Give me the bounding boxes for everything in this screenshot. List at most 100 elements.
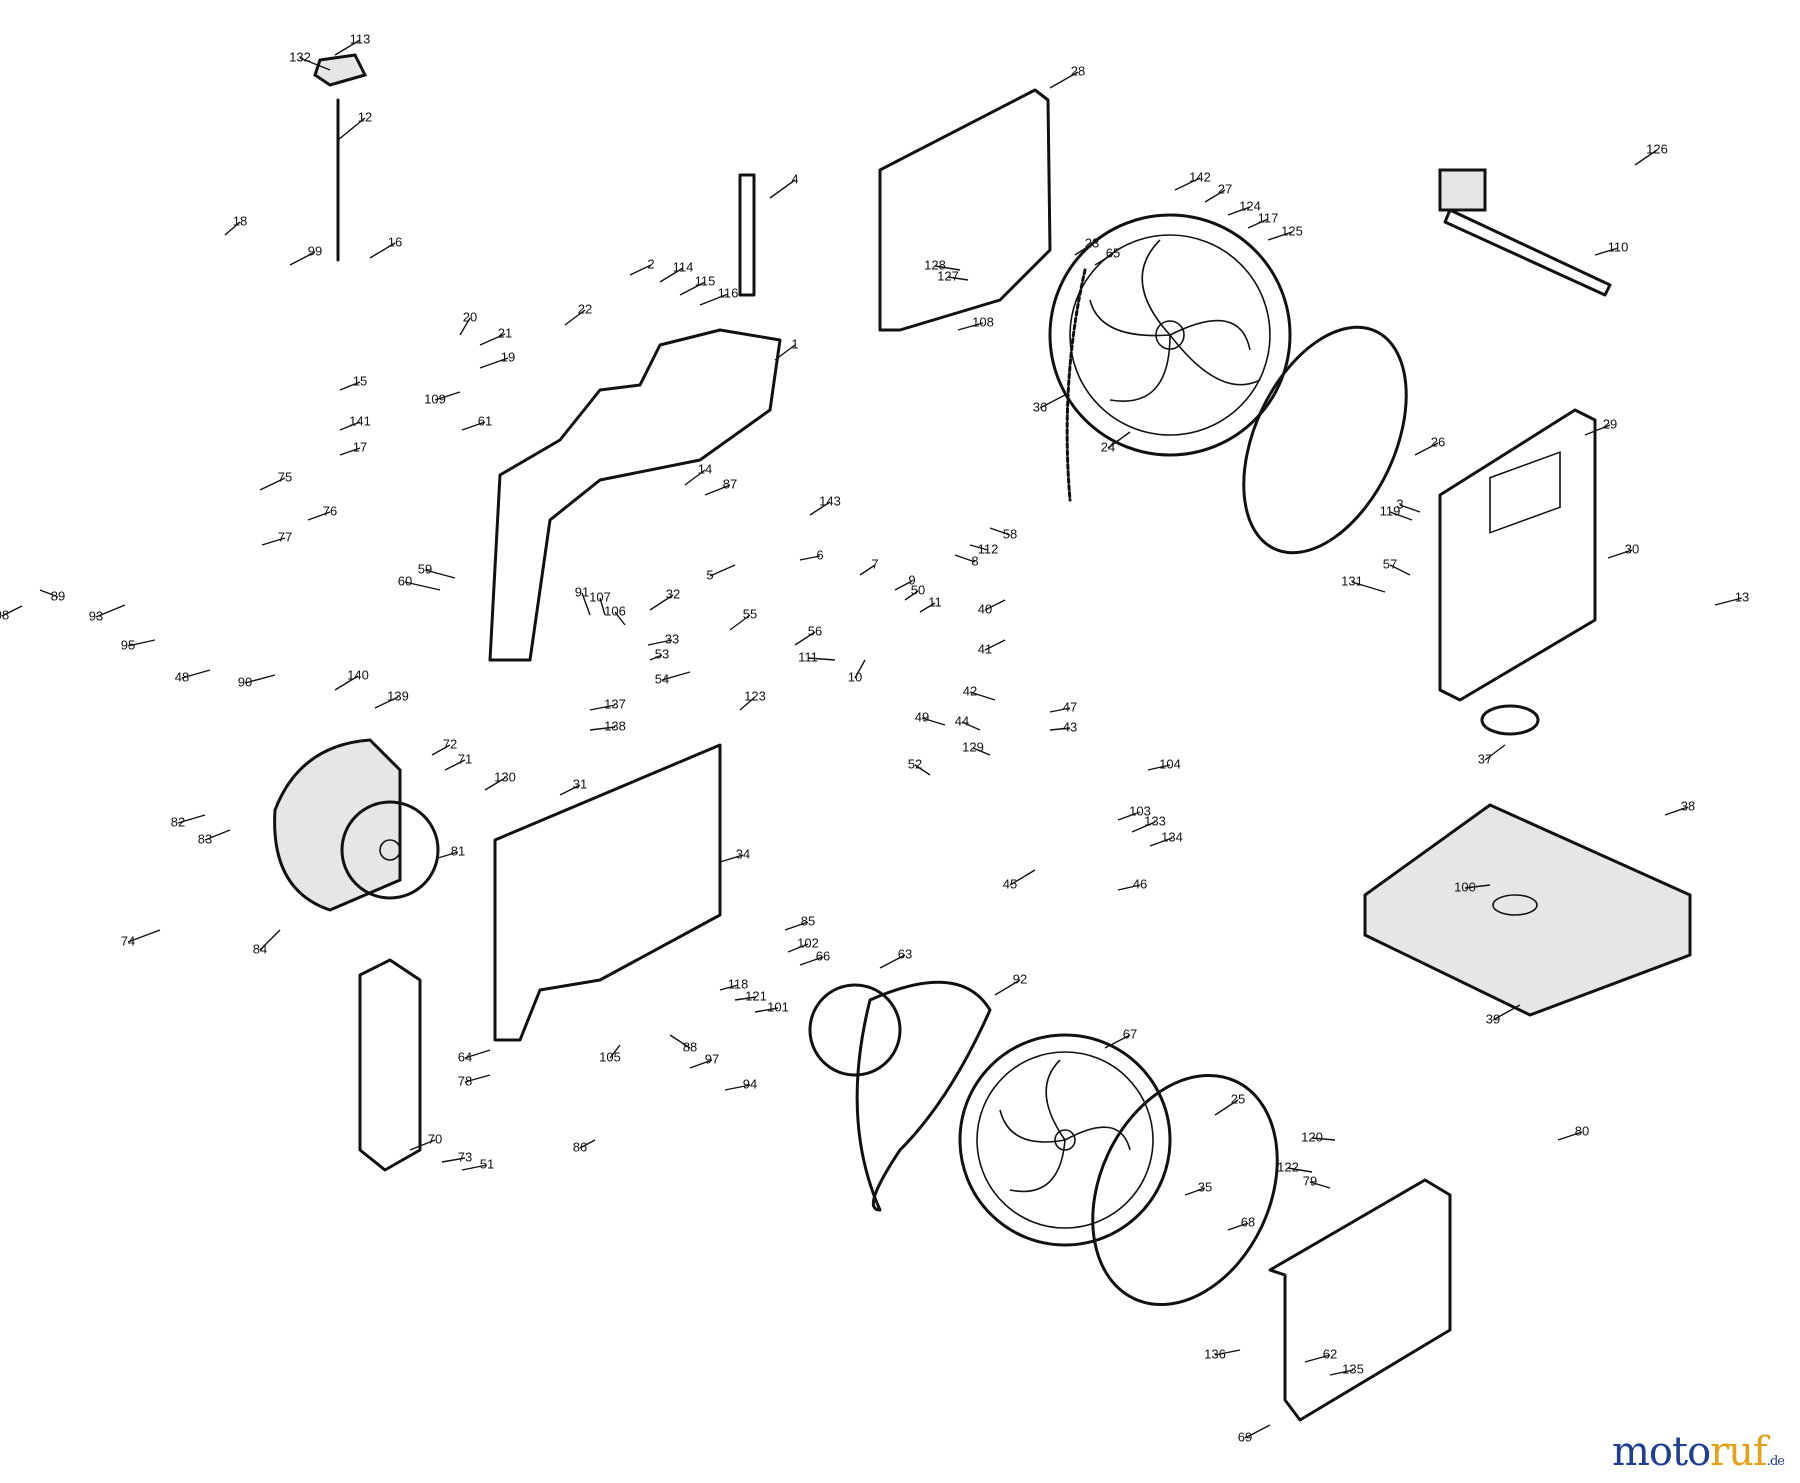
callout-32: 32	[666, 586, 680, 601]
callout-92: 92	[1013, 971, 1027, 986]
callout-70: 70	[428, 1131, 442, 1146]
leader-line-123	[739, 696, 756, 711]
leader-line-11	[919, 602, 936, 613]
upper-wheel	[1048, 213, 1292, 457]
callout-9: 9	[908, 572, 915, 587]
leader-line-42	[969, 691, 996, 701]
upper-tire	[1242, 325, 1408, 555]
callout-10: 10	[848, 669, 862, 684]
callout-61: 61	[478, 413, 492, 428]
leader-line-79	[1309, 1181, 1331, 1189]
leader-line-106	[614, 611, 626, 626]
callout-94: 94	[743, 1076, 757, 1091]
leader-line-55	[729, 614, 751, 631]
leader-line-85	[784, 921, 809, 931]
motor	[273, 738, 440, 912]
callout-48: 48	[175, 669, 189, 684]
leader-line-61	[461, 421, 486, 431]
callout-102: 102	[797, 935, 819, 950]
leader-line-43	[1049, 727, 1071, 731]
leader-line-22	[564, 309, 586, 326]
callout-75: 75	[278, 469, 292, 484]
drive-pulley	[808, 983, 902, 1077]
callout-13: 13	[1735, 589, 1749, 604]
leader-line-102	[787, 943, 809, 953]
leader-line-65	[1094, 253, 1114, 266]
callout-50: 50	[911, 582, 925, 597]
leader-line-35	[1184, 1187, 1206, 1196]
leader-line-104	[1147, 764, 1171, 771]
callout-82: 82	[171, 814, 185, 829]
leader-line-131	[1351, 581, 1386, 593]
callout-113: 113	[350, 31, 371, 46]
upper-wheel-cover	[878, 88, 1052, 332]
leader-line-114	[659, 267, 684, 283]
leader-line-47	[1049, 707, 1071, 713]
leader-line-91	[581, 592, 591, 616]
callout-93: 93	[89, 608, 103, 623]
leader-line-2	[629, 264, 652, 276]
callout-90: 90	[238, 674, 252, 689]
leader-line-7	[859, 564, 876, 576]
leader-line-75	[259, 477, 286, 491]
callout-39: 39	[1486, 1011, 1500, 1026]
work-table	[1363, 803, 1692, 1017]
tension-knob	[313, 53, 368, 87]
callout-36: 36	[1033, 399, 1047, 414]
callout-136: 136	[1204, 1346, 1226, 1361]
leader-line-3	[1399, 504, 1421, 513]
callout-89: 89	[51, 588, 65, 603]
callout-101: 101	[767, 999, 789, 1014]
callout-51: 51	[480, 1156, 494, 1171]
callout-129: 129	[962, 739, 984, 754]
leader-line-135	[1329, 1369, 1354, 1376]
leader-line-77	[261, 537, 286, 546]
callout-3: 3	[1396, 496, 1403, 511]
callout-91: 91	[575, 584, 589, 599]
leader-line-66	[799, 956, 824, 966]
leader-line-26	[1414, 442, 1439, 456]
callout-80: 80	[1575, 1123, 1589, 1138]
callout-134: 134	[1161, 829, 1183, 844]
leader-line-130	[484, 777, 506, 791]
leader-line-27	[1204, 189, 1226, 203]
leader-line-52	[914, 764, 931, 776]
callout-1: 1	[791, 336, 798, 351]
callout-2: 2	[647, 256, 654, 271]
callout-138: 138	[604, 718, 626, 733]
leader-lines	[1, 39, 1743, 1439]
leader-line-68	[1227, 1222, 1249, 1231]
leader-line-105	[609, 1044, 621, 1059]
callout-122: 122	[1277, 1159, 1299, 1174]
watermark-tld: .de	[1766, 1454, 1785, 1469]
callout-112: 112	[978, 541, 999, 556]
leader-line-117	[1247, 218, 1269, 229]
leader-line-126	[1634, 149, 1658, 166]
leader-line-33	[647, 639, 673, 646]
callout-116: 116	[718, 285, 739, 300]
callout-62: 62	[1323, 1346, 1337, 1361]
callout-114: 114	[673, 259, 694, 274]
callout-124: 124	[1239, 198, 1261, 213]
callout-99: 99	[308, 243, 322, 258]
leader-line-98	[1, 605, 23, 617]
callout-24: 24	[1101, 439, 1115, 454]
callout-26: 26	[1431, 434, 1445, 449]
leader-line-57	[1389, 564, 1411, 576]
leader-line-62	[1304, 1354, 1331, 1363]
leader-line-122	[1287, 1167, 1313, 1173]
leader-line-118	[719, 984, 739, 991]
callout-110: 110	[1608, 239, 1629, 254]
leader-line-25	[1214, 1099, 1239, 1116]
leader-line-97	[689, 1059, 713, 1069]
leader-line-143	[809, 501, 831, 516]
leader-line-5	[709, 564, 736, 577]
leader-line-81	[437, 851, 459, 859]
callout-135: 135	[1342, 1361, 1364, 1376]
watermark-logo: motoruf.de	[1612, 1429, 1785, 1475]
leader-line-59	[424, 569, 456, 579]
callout-28: 28	[1071, 63, 1085, 78]
leader-line-108	[957, 322, 984, 331]
